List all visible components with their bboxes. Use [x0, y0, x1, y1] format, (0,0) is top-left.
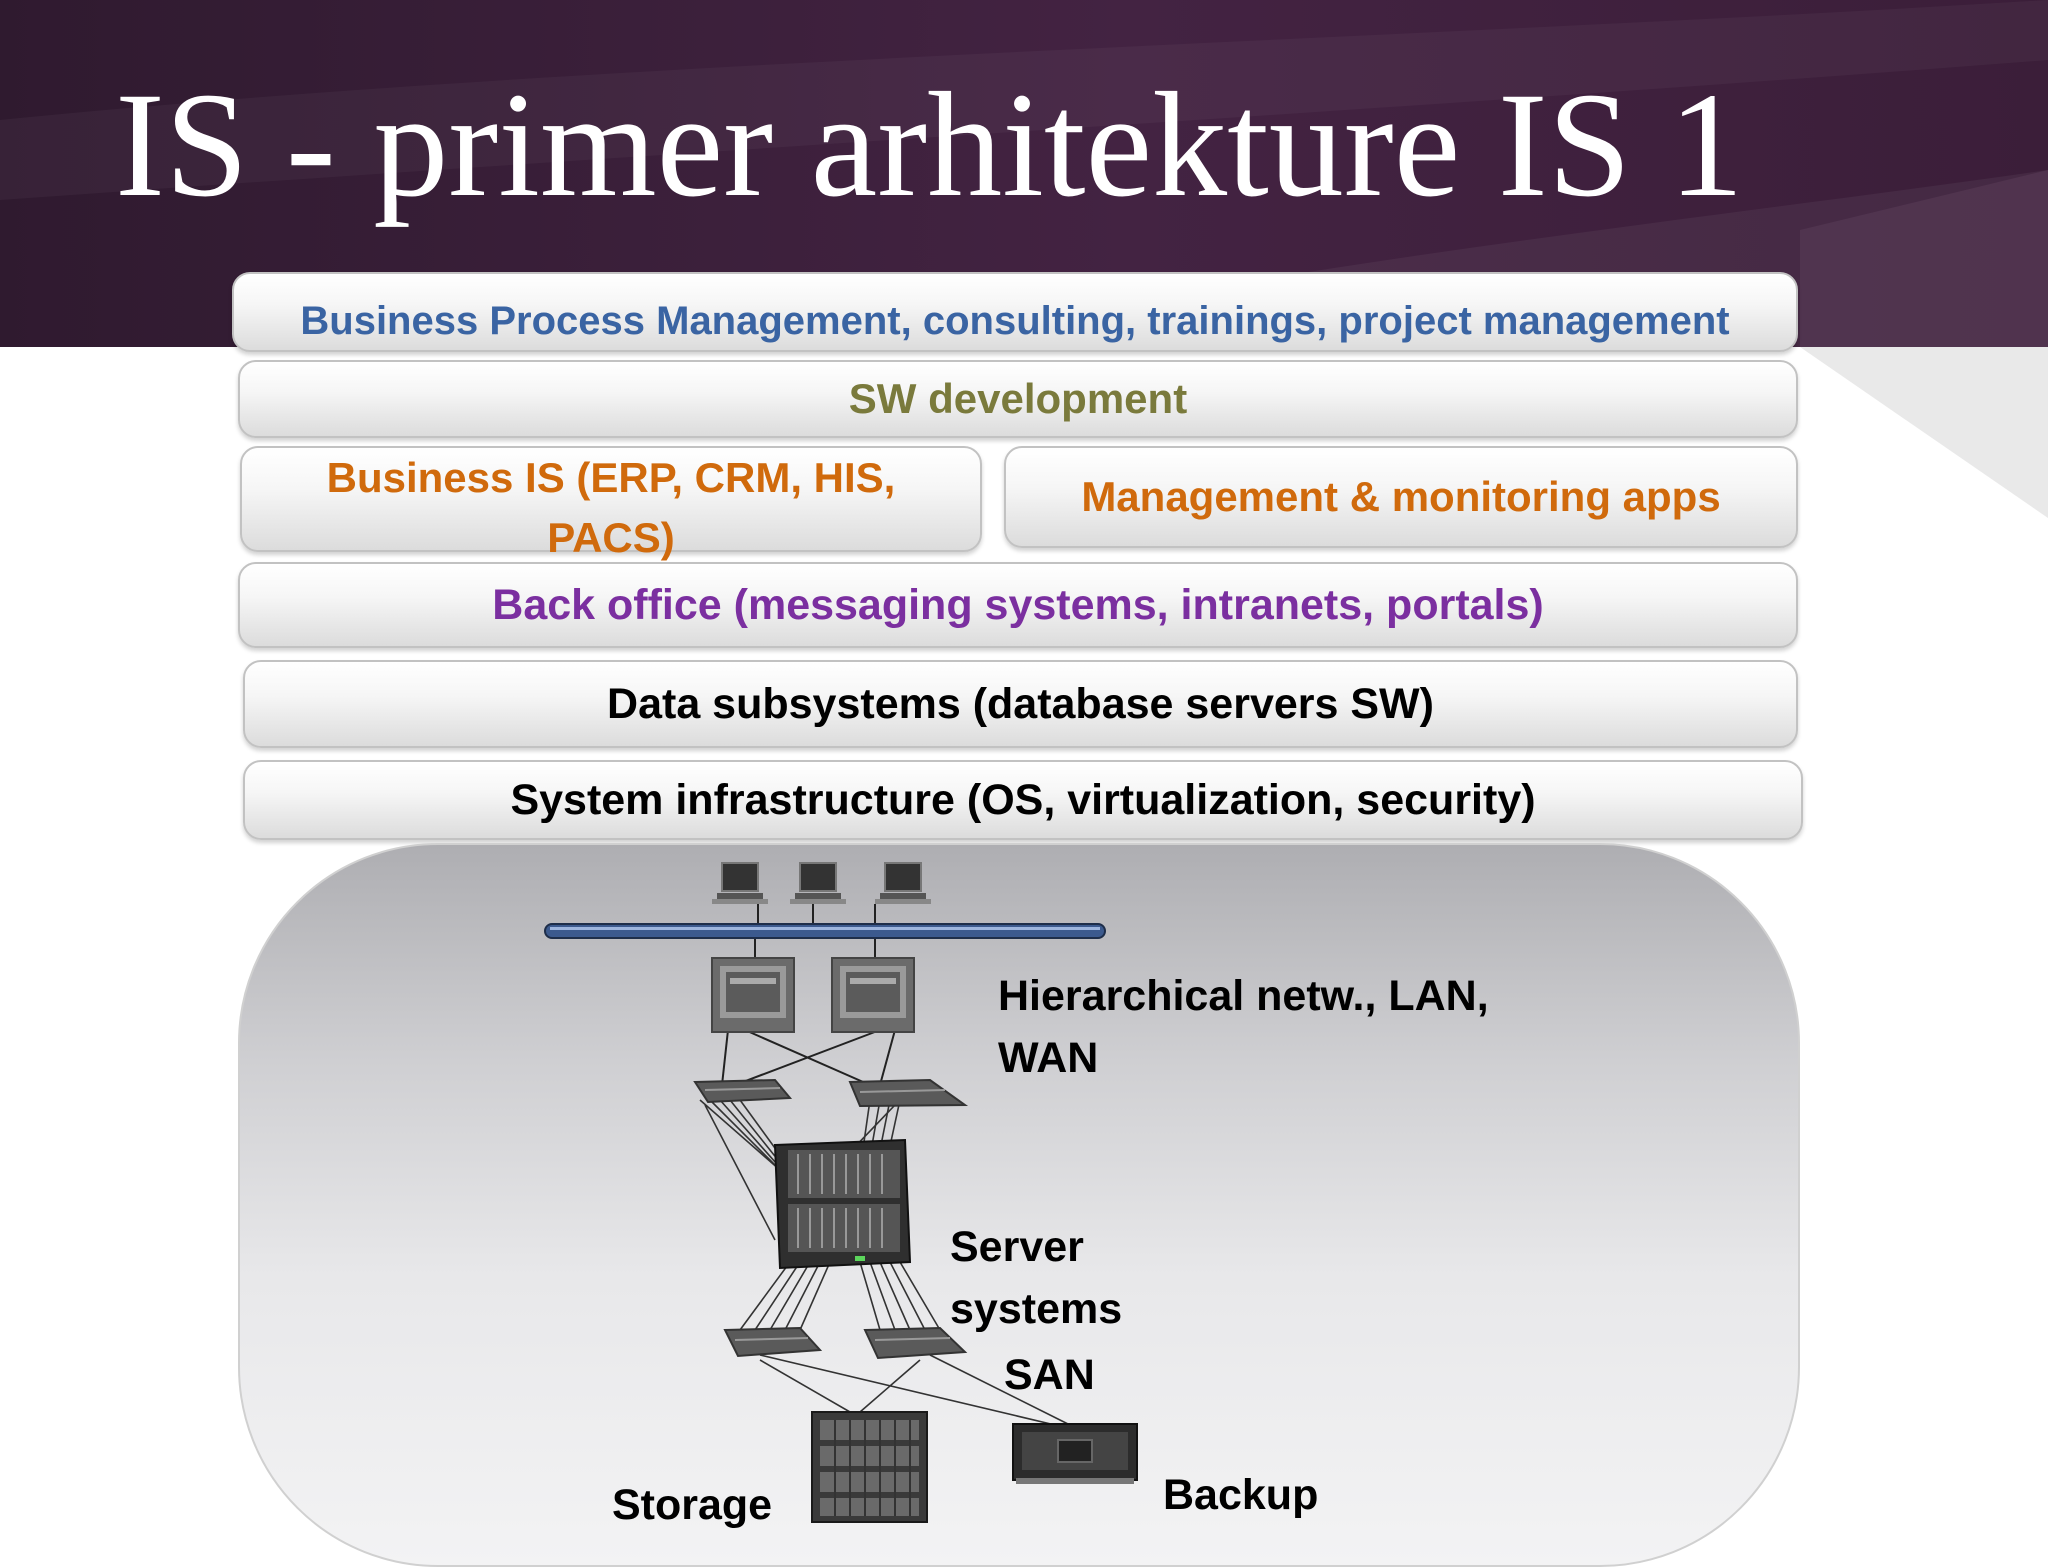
layer-business-is: Business IS (ERP, CRM, HIS, PACS)	[240, 446, 982, 561]
storage-label: Storage	[612, 1481, 773, 1529]
backup-label: Backup	[1163, 1471, 1319, 1519]
network-label-line2: WAN	[998, 1034, 1099, 1082]
layer-management-apps: Management & monitoring apps	[1004, 446, 1798, 548]
layer-system-infrastructure: System infrastructure (OS, virtualizatio…	[243, 760, 1803, 840]
blade-server-icon	[773, 1138, 912, 1270]
slide-title: IS - primer arhitekture IS 1	[115, 62, 1744, 228]
storage-array-icon	[811, 1411, 928, 1523]
layer-data-subsystems: Data subsystems (database servers SW)	[243, 660, 1798, 748]
workstation-icon	[790, 862, 846, 925]
firewall-icon	[831, 957, 915, 1033]
server-systems-label-line2: systems	[950, 1285, 1123, 1333]
san-switch-icon	[863, 1326, 968, 1360]
network-label: Hierarchical netw., LAN, WAN	[998, 965, 1489, 1089]
switch-icon	[848, 1078, 969, 1108]
layer-business-is-label-line2: PACS)	[547, 514, 675, 561]
firewall-icon	[711, 957, 795, 1033]
server-systems-label-line1: Server	[950, 1223, 1084, 1271]
workstation-icon	[874, 862, 931, 925]
san-label: SAN	[1004, 1351, 1095, 1399]
network-cables	[721, 925, 896, 1086]
layer-data-subsystems-label: Data subsystems (database servers SW)	[607, 679, 1434, 728]
layer-back-office-label: Back office (messaging systems, intranet…	[492, 580, 1544, 629]
layer-bpm: Business Process Management, consulting,…	[232, 272, 1798, 352]
layer-system-infrastructure-label: System infrastructure (OS, virtualizatio…	[510, 775, 1536, 824]
san-switch-icon	[723, 1326, 823, 1358]
layer-management-apps-label: Management & monitoring apps	[1081, 473, 1721, 520]
server-systems-label: Server systems	[950, 1216, 1122, 1340]
workstation-icon	[712, 862, 768, 925]
tape-backup-icon	[1012, 1423, 1138, 1484]
layer-back-office: Back office (messaging systems, intranet…	[238, 562, 1798, 648]
layer-sw-development-label: SW development	[848, 375, 1188, 422]
layer-sw-development: SW development	[238, 360, 1798, 438]
san-cables	[739, 1261, 1071, 1426]
layer-bpm-label: Business Process Management, consulting,…	[300, 298, 1730, 343]
layer-business-is-label-line1: Business IS (ERP, CRM, HIS,	[326, 454, 896, 501]
switch-icon	[693, 1078, 793, 1104]
network-label-line1: Hierarchical netw., LAN,	[998, 972, 1489, 1020]
network-bus-icon	[544, 923, 1106, 939]
